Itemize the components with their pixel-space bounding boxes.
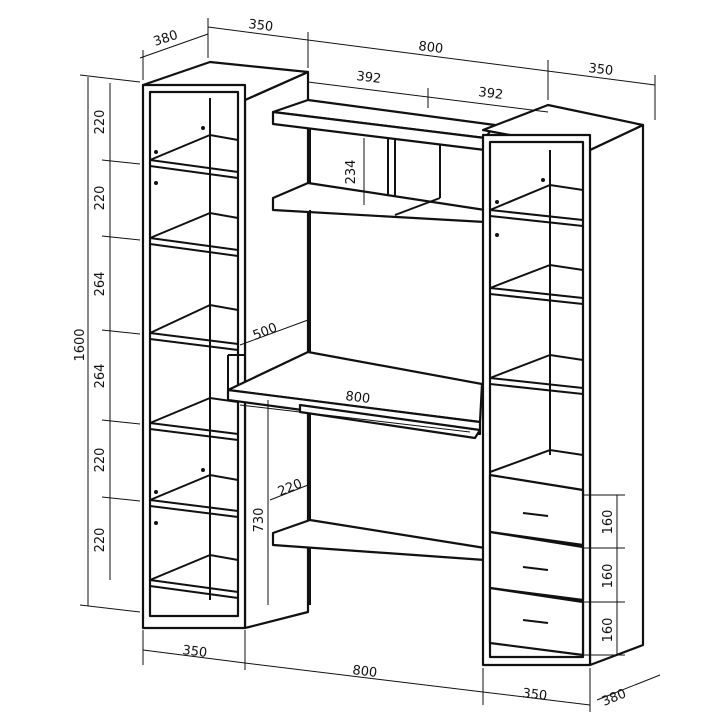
dim-top-width-left: 350: [248, 17, 274, 35]
dim-drawer-height: 160: [601, 510, 616, 535]
drawer-handle-icon: [522, 619, 549, 624]
right-bookcase-with-drawers: [481, 103, 645, 667]
dim-bottom-width-middle: 800: [352, 663, 378, 681]
upper-shelf-unit: [271, 98, 497, 224]
dimension-lines: [79, 18, 661, 712]
drawers: [488, 473, 585, 657]
left-bookcase: [141, 60, 310, 630]
dim-bottom-width-right: 350: [522, 686, 548, 704]
dim-bottom-width-left: 350: [182, 643, 208, 661]
dim-bottom-depth-right: 380: [600, 687, 629, 710]
dim-upper-left: 392: [356, 69, 382, 87]
dim-drawer-height: 160: [601, 618, 616, 643]
dim-shelf-gap: 264: [93, 272, 108, 297]
dim-top-width-middle: 800: [418, 39, 444, 57]
dim-shelf-gap: 220: [93, 186, 108, 211]
dim-desk-height: 730: [252, 508, 267, 533]
desk: [226, 210, 487, 605]
drawer-2[interactable]: [488, 530, 585, 602]
dim-upper-shelf-height: 234: [344, 160, 359, 185]
dim-top-width-right: 350: [588, 61, 614, 79]
dim-shelf-gap: 220: [93, 448, 108, 473]
dim-shelf-gap: 220: [93, 528, 108, 553]
dim-upper-right: 392: [478, 85, 504, 103]
dim-total-height: 1600: [73, 328, 88, 361]
dim-shelf-gap: 264: [93, 364, 108, 389]
drawer-1[interactable]: [488, 473, 585, 547]
dim-top-depth-left: 380: [152, 28, 180, 50]
dimension-labels: 380 350 800 350 392 392 1600 220 220 264…: [73, 17, 629, 710]
dim-desk-width: 800: [345, 389, 371, 407]
dim-drawer-height: 160: [601, 564, 616, 589]
drawer-handle-icon: [522, 566, 549, 571]
drawer-handle-icon: [522, 512, 549, 517]
dim-shelf-gap: 220: [93, 110, 108, 135]
